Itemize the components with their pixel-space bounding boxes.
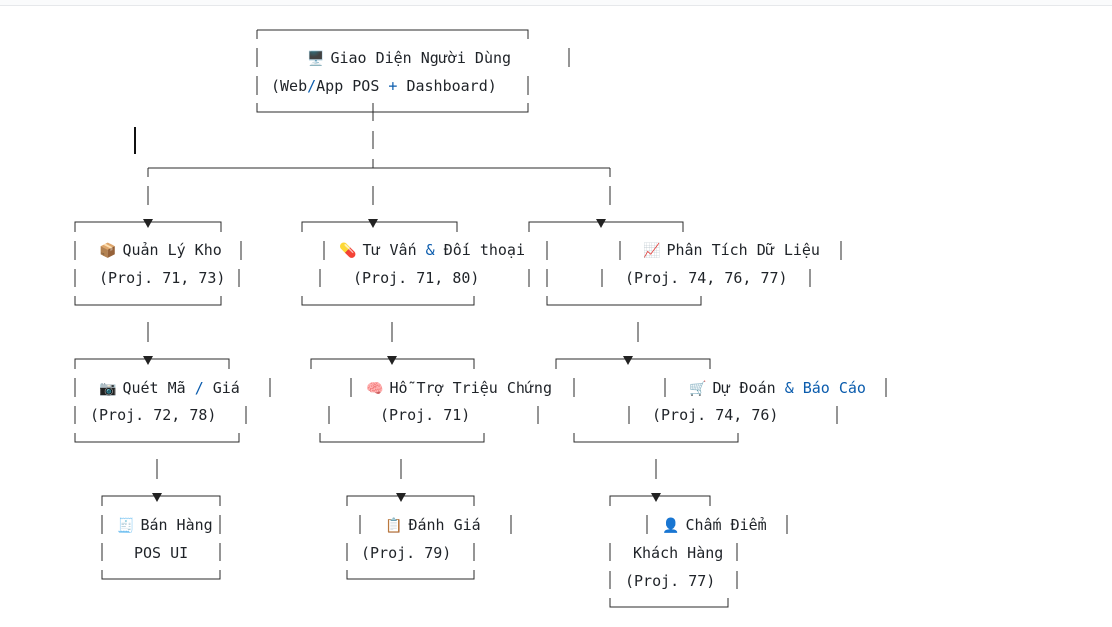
text-cursor <box>134 127 136 154</box>
root-box-top <box>256 29 529 39</box>
l3c-top <box>609 495 711 506</box>
l2c-top <box>555 358 711 369</box>
l1c-arrow <box>596 219 606 228</box>
node-phan-tich-title: 📈Phân Tích Dữ Liệu <box>643 241 820 259</box>
pill-icon: 💊 <box>339 243 357 259</box>
node-tu-van-title: 💊Tư Vấn & Đối thoại <box>339 241 525 259</box>
l3b-arrow <box>396 493 406 502</box>
l2b-arrow <box>387 356 397 365</box>
l1b-bottom <box>301 296 475 306</box>
root-title-text: Giao Diện Người Dùng <box>330 49 512 67</box>
node-cham-diem-line2: Khách Hàng <box>633 544 724 562</box>
node-tu-van-meta: (Proj. 71, 80) <box>353 269 480 287</box>
node-cham-diem-meta: (Proj. 77) <box>625 572 716 590</box>
node-ho-tro-title: 🧠Hỗ Trợ Triệu Chứng <box>366 379 552 397</box>
l3b-bottom <box>346 570 475 580</box>
root-title: 🖥️ Giao Diện Người Dùng <box>307 49 511 68</box>
l1a-bottom <box>74 296 222 306</box>
l3a-bottom <box>101 570 221 580</box>
l3c-bottom <box>609 598 729 608</box>
l3a-top <box>101 495 221 506</box>
node-danh-gia-meta: (Proj. 79) <box>361 544 452 562</box>
desktop-computer-icon: 🖥️ <box>307 51 325 67</box>
node-du-doan-meta: (Proj. 74, 76) <box>652 406 779 424</box>
l1a-arrow <box>143 219 153 228</box>
l1c-bottom <box>546 296 702 306</box>
node-ban-hang-meta: POS UI <box>134 544 189 562</box>
person-icon: 👤 <box>662 518 680 534</box>
l2a-top <box>74 358 230 369</box>
l1c-top <box>528 221 684 232</box>
clipboard-icon: 📋 <box>385 518 403 534</box>
window-top-border <box>0 0 1112 6</box>
node-quet-ma-meta: (Proj. 72, 78) <box>90 406 217 424</box>
l2c-bottom <box>573 433 739 443</box>
camera-icon: 📷 <box>99 381 117 397</box>
node-cham-diem-title: 👤Chấm Điểm <box>662 516 767 534</box>
node-quet-ma-title: 📷Quét Mã / Giá <box>99 379 240 397</box>
l3c-arrow <box>651 493 661 502</box>
l1b-top <box>301 221 458 232</box>
l2c-arrow <box>623 356 633 365</box>
l2a-bottom <box>74 433 240 443</box>
chart-increasing-icon: 📈 <box>643 243 661 259</box>
node-phan-tich-meta: (Proj. 74, 76, 77) <box>625 269 788 287</box>
l3a-arrow <box>152 493 162 502</box>
root-box-bottom <box>256 103 529 113</box>
l1b-arrow <box>368 219 378 228</box>
node-du-doan-title: 🛒Dự Đoán & Báo Cáo <box>689 379 866 397</box>
shopping-cart-icon: 🛒 <box>689 381 707 397</box>
node-danh-gia-title: 📋Đánh Giá <box>385 516 481 534</box>
node-quan-ly-kho-title: 📦Quản Lý Kho <box>99 241 222 259</box>
l2b-bottom <box>319 433 485 443</box>
node-quan-ly-kho-meta: (Proj. 71, 73) <box>99 269 226 287</box>
receipt-icon: 🧾 <box>117 518 135 534</box>
root-subtitle: (Web/App POS + Dashboard) <box>271 77 497 95</box>
l3b-top <box>346 495 475 506</box>
node-ban-hang-title: 🧾Bán Hàng <box>117 516 213 534</box>
package-icon: 📦 <box>99 243 117 259</box>
brain-icon: 🧠 <box>366 381 384 397</box>
l2a-arrow <box>143 356 153 365</box>
node-ho-tro-meta: (Proj. 71) <box>380 406 471 424</box>
